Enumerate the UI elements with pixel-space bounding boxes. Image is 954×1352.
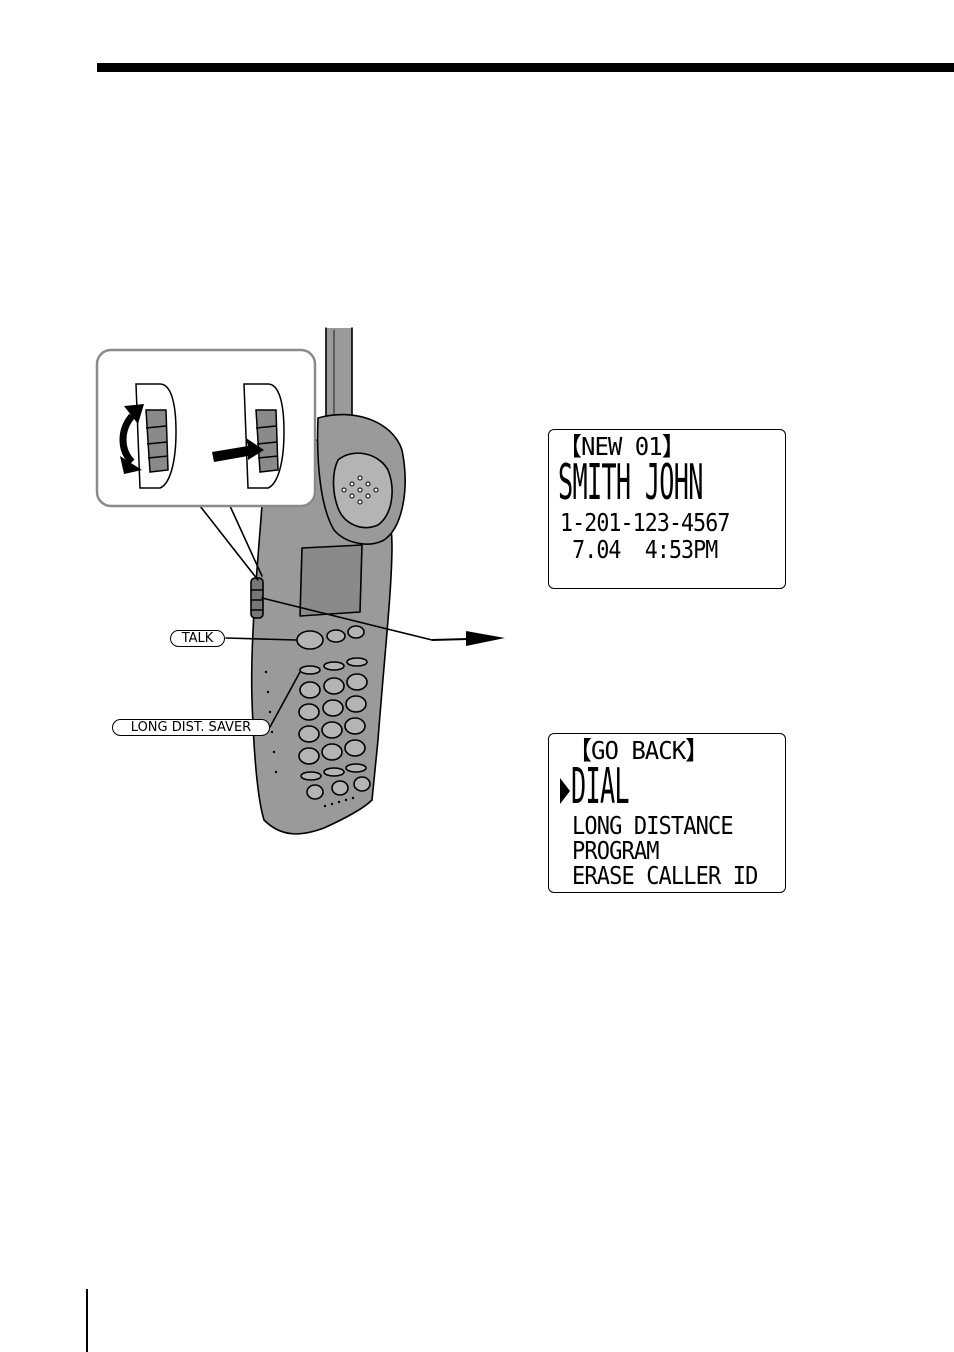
menu-long-distance: LONG DISTANCE [572, 811, 734, 840]
lcd-caller-name: SMITH JOHN [558, 455, 703, 512]
lcd-caller-id-display: 【NEW 01】 SMITH JOHN 1-201-123-4567 7.04 … [548, 429, 786, 589]
lcd-call-time: 7.04 4:53PM [560, 534, 718, 565]
menu-erase-caller-id: ERASE CALLER ID [572, 861, 758, 890]
header-rule [97, 63, 954, 72]
long-dist-saver-label: LONG DIST. SAVER [112, 719, 270, 736]
menu-go-back: 【GO BACK】 [568, 735, 709, 766]
menu-dial: DIAL [571, 759, 630, 816]
lcd-header: 【NEW 01】 [558, 431, 686, 462]
cursor-arrow-icon [560, 778, 570, 804]
lcd-menu-display: 【GO BACK】 DIAL LONG DISTANCE PROGRAM ERA… [548, 733, 786, 893]
margin-rule [86, 1289, 88, 1352]
lcd-caller-number: 1-201-123-4567 [560, 507, 730, 538]
talk-key-label: TALK [170, 630, 225, 647]
menu-program: PROGRAM [572, 836, 659, 865]
